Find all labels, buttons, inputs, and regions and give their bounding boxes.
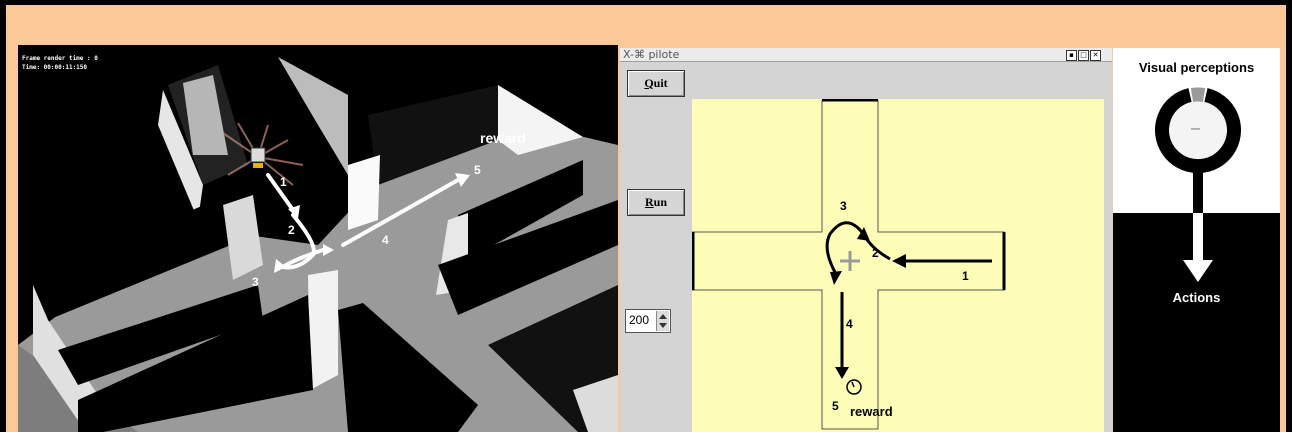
perception-center-symbol: – [1191,120,1200,137]
perception-ring [1155,88,1241,174]
run-button[interactable]: Run [627,189,685,216]
step-label-3d-2: 2 [288,223,295,237]
spin-arrows[interactable] [656,311,669,331]
wall [498,85,583,155]
step-label-3d-5: 5 [474,163,481,177]
wall [308,270,338,390]
pilote-window: X-⌘ pilote ▪ □ ✕ Quit Run 200 [620,48,1112,432]
maze-map-drawing [692,99,1006,430]
perception-gap [1190,87,1206,102]
window-titlebar[interactable]: X-⌘ pilote ▪ □ ✕ [620,48,1112,62]
path-arrowheads-map [830,227,906,379]
quit-button[interactable]: Quit [627,70,685,97]
robot-base [253,163,263,168]
path-arrows-map [825,221,992,367]
wall [158,90,203,220]
reward-label-3d: reward [480,130,526,146]
wall [438,200,618,315]
wall [218,57,328,155]
wall [78,295,313,432]
path-arrows-3d [266,173,460,270]
wall [458,160,583,265]
robot-icon [250,147,266,163]
map-step-label-5: 5 [832,399,839,413]
maze-outline [692,100,1005,430]
wall [278,57,348,175]
perception-title: Visual perceptions [1138,60,1255,75]
wall [348,155,380,230]
reward-icon [846,379,862,395]
wall [38,195,243,320]
wall [223,195,263,280]
step-label-3d-3: 3 [252,275,259,289]
robot-start-marker [840,251,860,271]
maximize-button[interactable]: □ [1078,50,1089,61]
simulation-3d-view: Frame render time : 0 Time: 00:00:11:150… [18,45,618,432]
sim-time: Time: 00:00:11:150 [22,64,88,71]
perception-diagram [1155,87,1241,282]
wall [183,75,228,155]
speed-spinbox[interactable]: 200 [625,309,671,333]
frame-render-time: Frame render time : 0 [22,55,98,62]
window-title: X-⌘ pilote [623,48,680,61]
map-reward-label: reward [850,404,893,419]
minimize-button[interactable]: ▪ [1066,50,1077,61]
path-arrowheads-3d [274,173,470,273]
arrow-shaft-top [1193,171,1203,213]
perception-panel: Visual perceptions – Actions [1113,48,1280,432]
arrow-shaft-bottom [1193,213,1203,265]
wall [338,303,478,432]
close-button[interactable]: ✕ [1090,50,1101,61]
map-step-label-3: 3 [840,199,847,213]
maze-3d-render [18,57,618,432]
map-step-label-2: 2 [872,246,879,260]
speed-value: 200 [629,313,650,327]
spin-arrows-icon [659,314,667,328]
down-arrow-icon [1183,260,1213,282]
map-step-label-1: 1 [962,269,969,283]
map-step-label-4: 4 [846,317,853,331]
actions-label: Actions [1172,290,1221,305]
wall [573,375,618,432]
perception-ring-bg [1158,91,1238,171]
wall [58,285,263,385]
maze-map: 1 2 3 4 5 reward [692,99,1104,432]
step-label-3d-1: 1 [280,175,287,189]
step-label-3d-4: 4 [382,233,389,247]
wall [368,85,498,185]
